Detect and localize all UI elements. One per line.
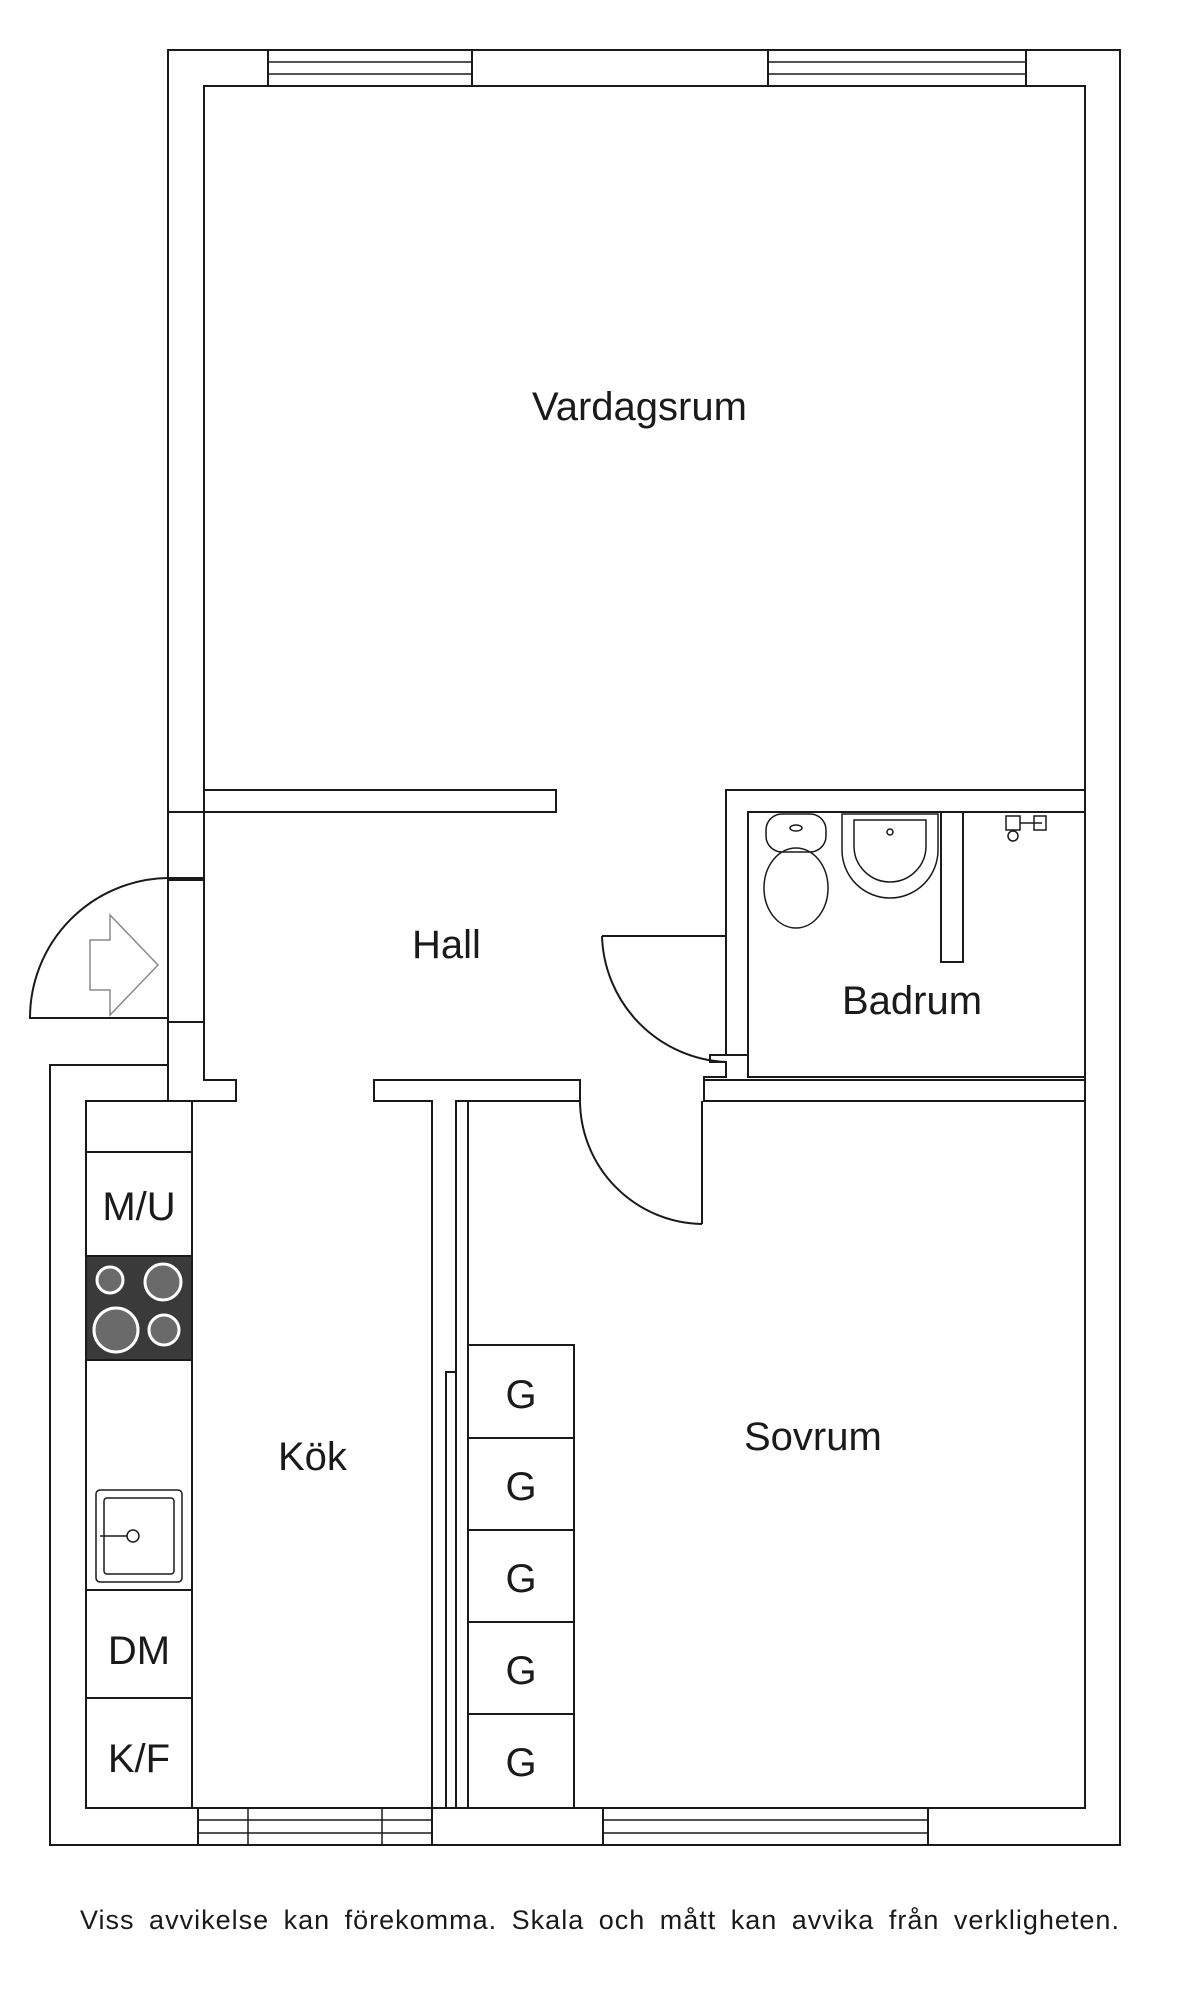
room-label-bathroom: Badrum [842,979,982,1023]
window-top-right [767,49,1027,87]
stove [85,1255,193,1361]
wardrobe-label: G [505,1373,536,1417]
bedroom-door [579,1100,703,1225]
microwave-label: M/U [102,1185,175,1229]
wardrobe-label: G [505,1465,536,1509]
room-label-kitchen: Kök [278,1435,348,1479]
bathroom-door [601,935,727,1063]
washbasin [841,813,939,899]
entrance-door [28,877,169,1019]
room-label-living: Vardagsrum [532,385,747,429]
window-bottom-bedroom [602,1807,929,1846]
room-label-bedroom: Sovrum [744,1415,882,1459]
window-bottom-kitchen [197,1807,433,1846]
interior-walls [167,789,1086,1809]
dishwasher-label: DM [108,1629,170,1673]
wardrobe-label: G [505,1741,536,1785]
kitchen-counter [85,1100,193,1809]
wardrobe-label: G [505,1649,536,1693]
fridge-freezer-label: K/F [108,1737,170,1781]
toilet [763,813,829,929]
wardrobe-label: G [505,1557,536,1601]
kitchen-sink [95,1489,183,1583]
window-top-left [267,49,473,87]
wardrobes [467,1344,575,1809]
disclaimer-text: Viss avvikelse kan förekomma. Skala och … [80,1905,1120,1935]
room-label-hall: Hall [412,923,481,967]
shower-icon [1005,815,1047,842]
